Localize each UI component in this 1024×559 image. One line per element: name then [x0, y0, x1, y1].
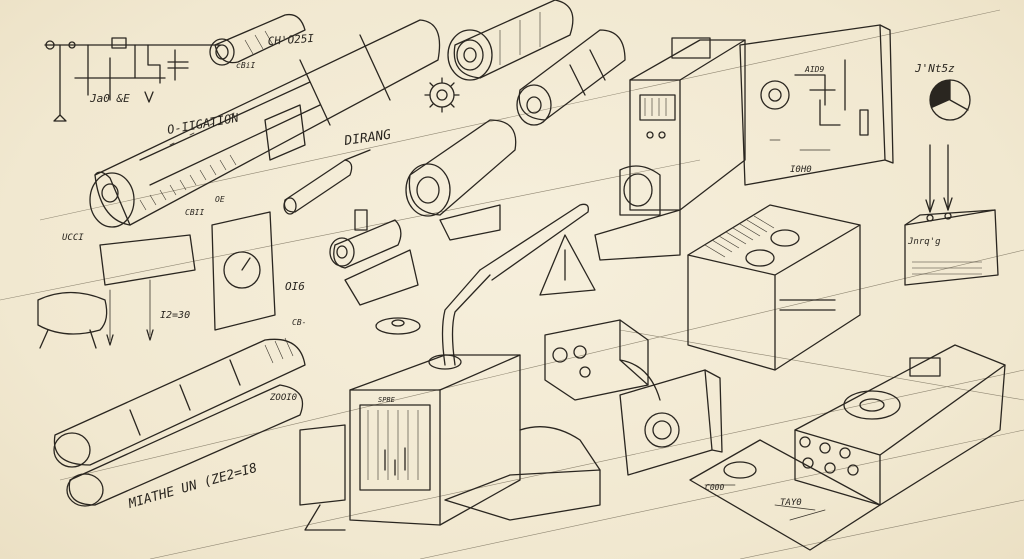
disc-sketch — [375, 317, 421, 335]
annotations: CH'O25I Ja0 &E cBiI O-IIGATION DIRANG CB… — [62, 32, 955, 512]
cylinder-sketch-small — [209, 13, 306, 66]
meter-box-sketch — [904, 144, 999, 286]
note-n20: OE — [215, 195, 225, 204]
note-n18: C000 — [705, 483, 724, 492]
note-n9: I0H0 — [790, 165, 812, 175]
note-n10: MIATHE UN (ZE2=I8 — [126, 461, 259, 512]
central-instrument-box — [299, 203, 601, 531]
lens-block-sketch — [619, 369, 723, 476]
note-n3: cBiI — [236, 61, 255, 70]
note-n17: TAY0 — [780, 498, 802, 508]
binocular-tubes-sketch — [53, 337, 306, 507]
gear-sketch — [424, 77, 460, 113]
diagram-card-sketch — [689, 439, 881, 551]
note-n15: ZOOI0 — [269, 393, 297, 403]
note-n4: O-IIGATION — [166, 110, 240, 136]
cushion-sketch — [37, 291, 108, 349]
camera-piece-sketch — [544, 319, 661, 401]
schematic-panel-sketch — [739, 24, 894, 186]
control-panel-sketch — [794, 344, 1006, 506]
note-n5: DIRANG — [342, 128, 392, 150]
note-n12: I2=30 — [160, 310, 190, 321]
lens-cylinder-top — [447, 0, 574, 81]
lens-cylinder-right — [516, 29, 626, 126]
note-n6: CBII — [185, 208, 204, 217]
circuit-schematic-topleft — [44, 37, 221, 122]
note-n14: UCCI — [62, 233, 84, 243]
note-n2: Ja0 &E — [89, 92, 130, 105]
note-n8: Jnrq'g — [907, 237, 941, 247]
viewer-piece-sketch — [329, 209, 419, 306]
note-n16: AID9 — [804, 65, 824, 74]
telescope-tube-sketch — [89, 19, 441, 228]
note-n13: OI6 — [285, 280, 305, 293]
projector-block-sketch — [594, 37, 746, 261]
note-n19: SPBE — [378, 396, 396, 404]
flashlight-sketch — [283, 149, 371, 215]
note-n11: CB- — [292, 318, 306, 327]
lens-mount-center — [405, 119, 517, 241]
note-n1: CH'O25I — [267, 32, 315, 48]
large-crate-sketch — [687, 204, 861, 371]
triangle-doodle — [539, 234, 596, 296]
note-n7: J'Nt5z — [914, 62, 955, 75]
pie-doodle — [929, 79, 971, 121]
gauge-panel-sketch — [99, 211, 276, 346]
construction-lines — [0, 9, 1024, 559]
